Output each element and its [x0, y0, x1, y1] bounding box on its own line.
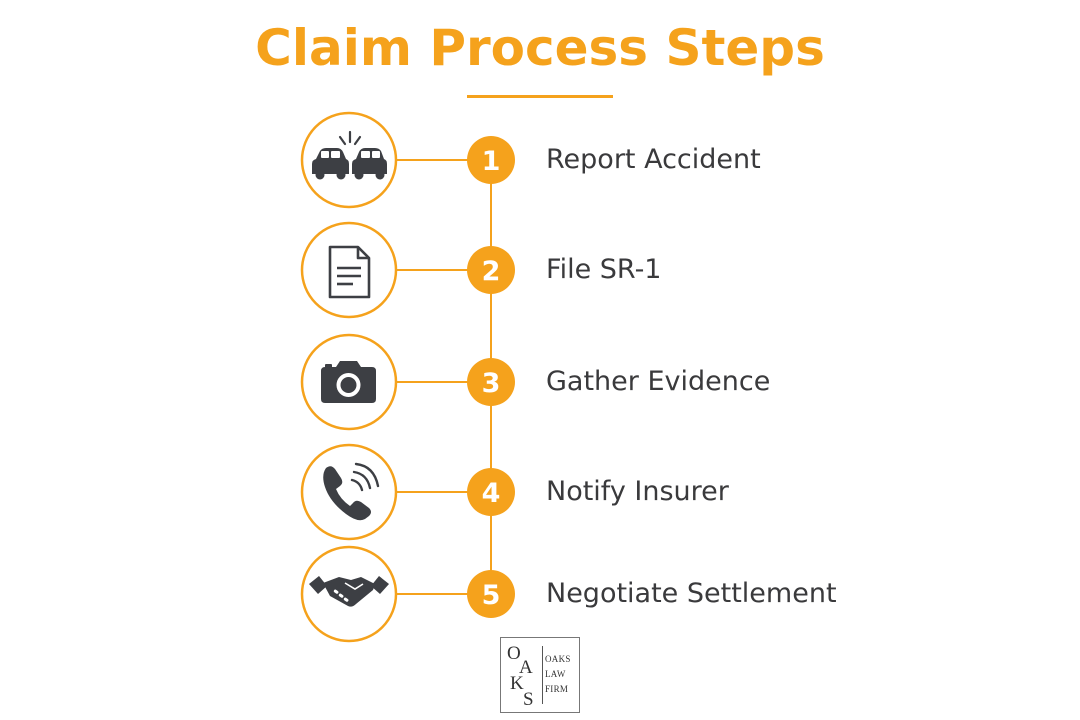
step-label-5: Negotiate Settlement: [546, 578, 837, 609]
page-title: Claim Process Steps: [255, 19, 825, 77]
logo-monogram-letter: K: [510, 673, 524, 694]
logo-word: FIRM: [545, 684, 569, 694]
step-number-2: 2: [482, 256, 501, 287]
icon-circle-step-2: [300, 221, 398, 319]
logo-monogram-letter: O: [507, 643, 521, 664]
logo-monogram: O A K S: [505, 640, 539, 712]
step-label-1: Report Accident: [546, 144, 761, 175]
step-label-2: File SR-1: [546, 254, 662, 285]
step-label-3: Gather Evidence: [546, 366, 771, 397]
logo-monogram-letter: S: [523, 689, 534, 710]
car-collision-icon: [312, 130, 387, 180]
handshake-icon: [309, 576, 389, 607]
logo-monogram-letter: A: [519, 657, 533, 678]
step-badge-3: 3: [467, 358, 515, 406]
step-number-3: 3: [482, 368, 501, 399]
document-icon: [328, 245, 371, 299]
camera-icon: [321, 361, 376, 403]
logo-word: LAW: [545, 669, 566, 679]
logo-word: OAKS: [545, 654, 571, 664]
oaks-law-firm-logo: O A K S OAKS LAW FIRM: [500, 637, 580, 713]
logo-wordmark: OAKS LAW FIRM: [545, 652, 579, 697]
icon-circle-step-4: [300, 443, 398, 541]
step-badge-1: 1: [467, 136, 515, 184]
step-label-4: Notify Insurer: [546, 476, 729, 507]
icon-circle-step-1: [300, 111, 398, 209]
title-underline: [467, 95, 613, 98]
logo-divider: [542, 646, 543, 704]
phone-icon: [323, 462, 380, 521]
step-badge-4: 4: [467, 468, 515, 516]
step-badge-2: 2: [467, 246, 515, 294]
step-badge-5: 5: [467, 570, 515, 618]
step-number-5: 5: [482, 580, 501, 611]
step-number-1: 1: [482, 146, 501, 177]
step-number-4: 4: [482, 478, 501, 509]
